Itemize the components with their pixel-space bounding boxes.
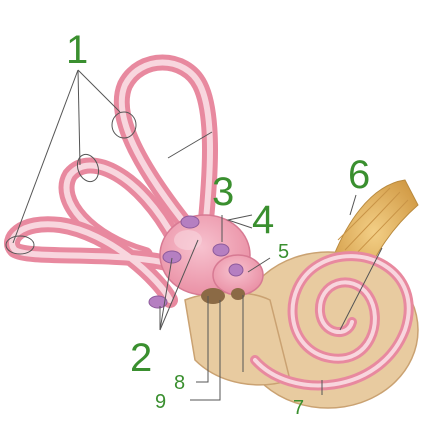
round-window [231, 288, 245, 300]
ampulla-lower [148, 295, 168, 309]
ampulla-middle [162, 250, 182, 264]
ampullae [148, 215, 244, 309]
label-semicircular-canals: 1 [66, 28, 89, 72]
utricle-macula [212, 243, 230, 257]
label-cochlear-nerve: 6 [348, 153, 371, 197]
windows [201, 288, 245, 304]
ampulla-upper [180, 215, 200, 229]
label-oval-window: 8 [174, 372, 186, 394]
label-cochlea: 7 [293, 397, 305, 419]
oval-window [201, 288, 225, 304]
label-ampullae: 2 [130, 336, 153, 380]
saccule-macula [228, 263, 244, 277]
label-oval-window-region: 5 [278, 241, 290, 263]
label-round-window: 9 [155, 391, 167, 413]
leader-lines [5, 69, 383, 401]
label-saccule: 4 [252, 198, 275, 242]
label-utricle: 3 [212, 170, 235, 214]
cochlear-duct [250, 251, 414, 391]
